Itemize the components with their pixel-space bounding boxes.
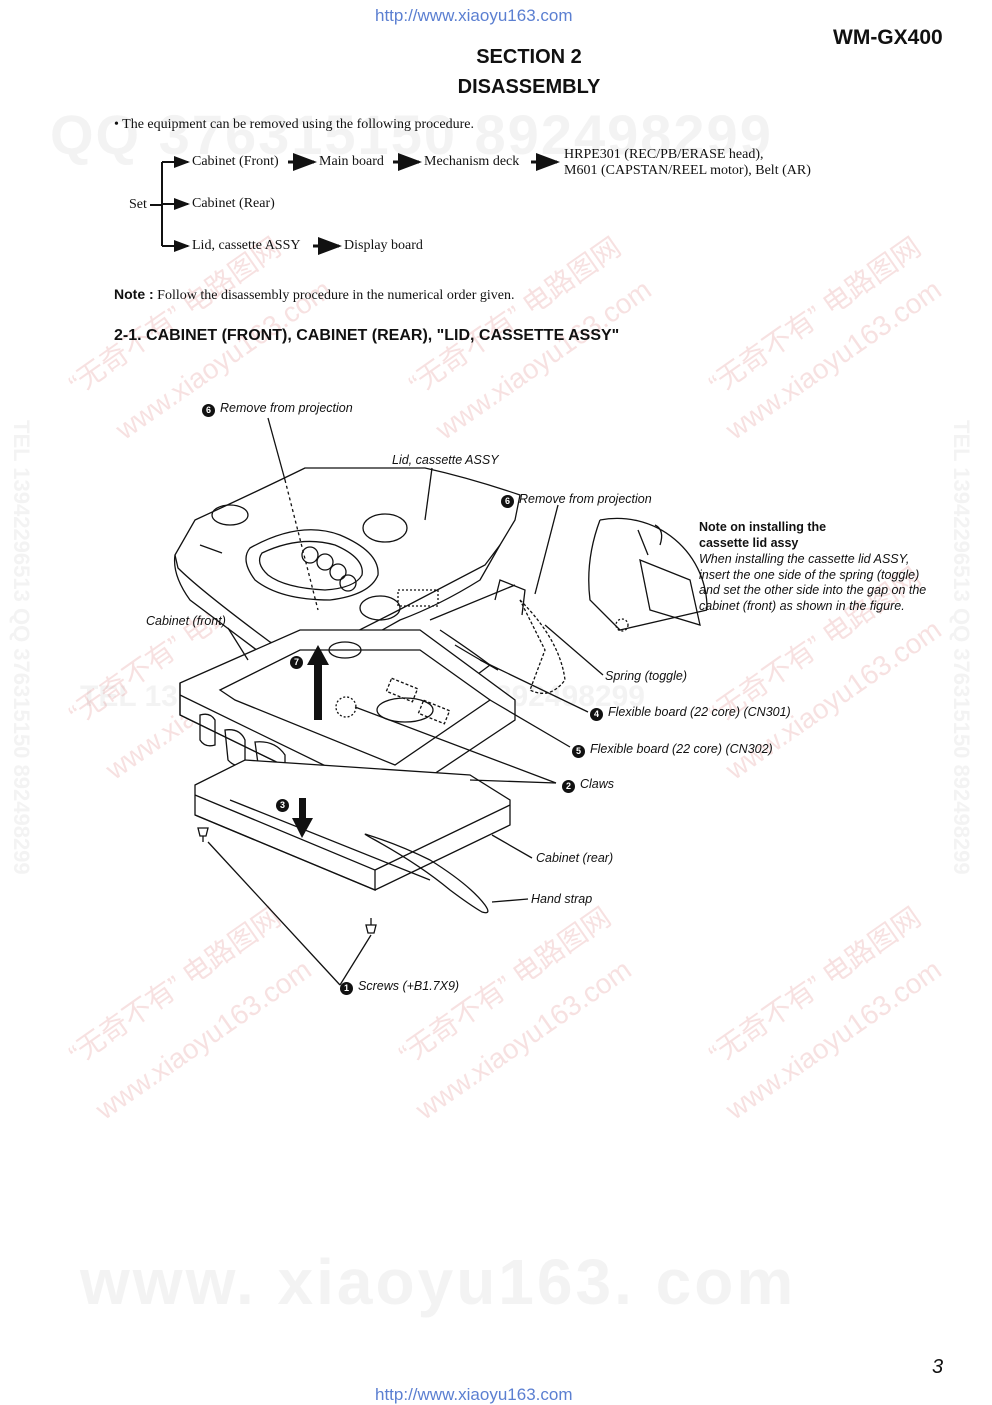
label-screws: 1 Screws (+B1.7X9) [340, 979, 459, 995]
page-number: 3 [932, 1356, 944, 1378]
note-line: Note : Follow the disassembly procedure … [114, 286, 514, 304]
note-text: Follow the disassembly procedure in the … [157, 288, 515, 303]
step-3-marker: 3 [276, 796, 294, 812]
label-text: Flexible board (22 core) (CN302) [590, 742, 773, 756]
section-heading: SECTION 2 [476, 46, 582, 68]
watermark-big-url: www. xiaoyu163. com [80, 1246, 797, 1318]
label-spring-toggle: Spring (toggle) [605, 669, 687, 683]
label-text: Remove from projection [220, 401, 353, 415]
install-note-line-4: cabinet (front) as shown in the figure. [699, 599, 905, 613]
flow-cabinet-front: Cabinet (Front) [192, 154, 279, 169]
note-label: Note : [114, 286, 154, 302]
step-number-5: 5 [572, 745, 585, 758]
flow-motor-item: M601 (CAPSTAN/REEL motor), Belt (AR) [564, 163, 811, 178]
model-number: WM-GX400 [833, 26, 943, 49]
watermark-tel-left: TEL 13942296513 QQ 376315150 892498299 [9, 420, 34, 875]
label-hand-strap: Hand strap [531, 892, 593, 906]
step-number-2: 2 [562, 780, 575, 793]
install-note-title-2: cassette lid assy [699, 536, 799, 550]
intro-text: • The equipment can be removed using the… [114, 117, 474, 132]
flow-lid-cassette: Lid, cassette ASSY [192, 238, 301, 253]
label-cabinet-rear: Cabinet (rear) [536, 851, 614, 865]
watermark-tel-right: TEL 13942296513 QQ 376315150 892498299 [949, 420, 974, 875]
flow-head-item: HRPE301 (REC/PB/ERASE head), [564, 147, 764, 162]
step-7-marker: 7 [290, 653, 308, 669]
label-text: Screws (+B1.7X9) [358, 979, 460, 993]
subsection-heading: 2-1. CABINET (FRONT), CABINET (REAR), "L… [114, 327, 620, 344]
label-text: Remove from projection [519, 492, 652, 506]
flow-main-board: Main board [319, 154, 384, 169]
label-remove-projection-1: 6 Remove from projection [202, 401, 353, 417]
step-number-6a: 6 [202, 404, 215, 417]
page-title: DISASSEMBLY [457, 76, 601, 98]
label-lid-cassette-assy: Lid, cassette ASSY [392, 453, 499, 467]
step-number-4: 4 [590, 708, 603, 721]
label-claws: 2 Claws [562, 777, 614, 793]
step-number-7: 7 [290, 656, 303, 669]
label-text: Claws [580, 777, 615, 791]
bottom-url-link[interactable]: http://www.xiaoyu163.com [375, 1385, 573, 1404]
label-cabinet-front: Cabinet (front) [146, 614, 226, 628]
install-note-title-1: Note on installing the [699, 520, 827, 534]
flow-cabinet-rear: Cabinet (Rear) [192, 196, 275, 211]
label-remove-projection-2: 6 Remove from projection [501, 492, 652, 508]
flow-tree-lines [150, 153, 560, 255]
label-text: Flexible board (22 core) (CN301) [608, 705, 791, 719]
top-url-link[interactable]: http://www.xiaoyu163.com [375, 6, 573, 25]
install-note-line-2: insert the one side of the spring (toggl… [699, 568, 920, 582]
flow-mechanism-deck: Mechanism deck [424, 154, 520, 169]
install-note-line-3: and set the other side into the gap on t… [699, 583, 927, 597]
step-number-1: 1 [340, 982, 353, 995]
flow-display-board: Display board [344, 238, 423, 253]
install-note-line-1: When installing the cassette lid ASSY, [699, 552, 910, 566]
label-flex-cn302: 5 Flexible board (22 core) (CN302) [572, 742, 773, 758]
disassembly-diagram [173, 417, 708, 986]
flow-root-set: Set [129, 197, 147, 212]
label-flex-cn301: 4 Flexible board (22 core) (CN301) [590, 705, 791, 721]
step-number-6b: 6 [501, 495, 514, 508]
step-number-3: 3 [276, 799, 289, 812]
